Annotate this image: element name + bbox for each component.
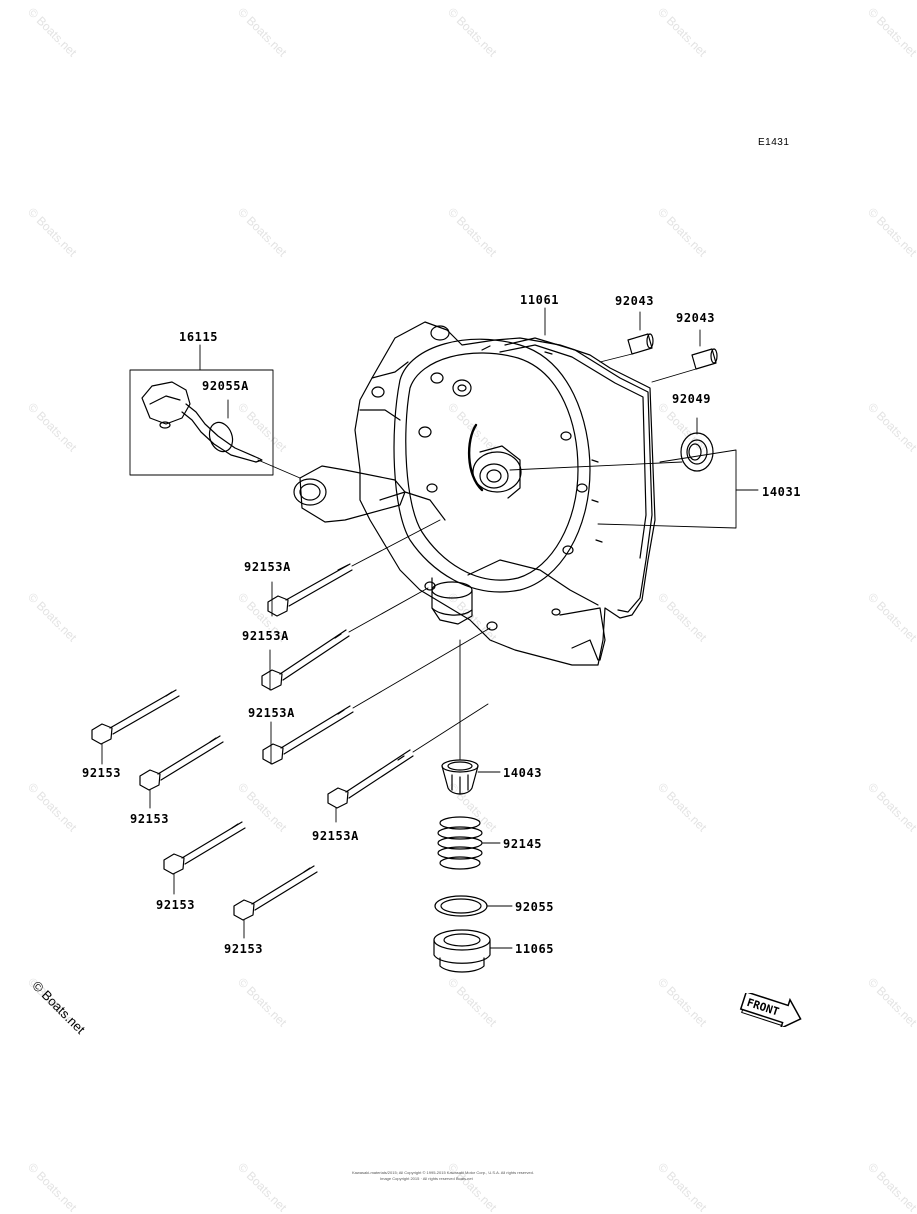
label-92153-2: 92153	[130, 812, 170, 826]
cover-11061	[293, 321, 656, 666]
label-92153A-1: 92153A	[244, 560, 291, 574]
label-92055A: 92055A	[202, 379, 249, 393]
label-11061: 11061	[520, 293, 560, 307]
oil-seal-92049	[509, 417, 714, 472]
front-arrow-icon: FRONT	[739, 993, 802, 1027]
label-92153A-2: 92153A	[242, 629, 289, 643]
label-92153-4: 92153	[224, 942, 264, 956]
label-92055: 92055	[515, 900, 555, 914]
dowel-pins-92043	[599, 311, 718, 383]
label-92145: 92145	[503, 837, 543, 851]
label-92153-3: 92153	[156, 898, 196, 912]
label-92043-b: 92043	[676, 311, 716, 325]
label-92049: 92049	[672, 392, 712, 406]
filter-stack	[433, 639, 513, 973]
label-92153A-4: 92153A	[312, 829, 359, 843]
footer-line-1: Kawasaki-materials/2015; All Copyright ©…	[352, 1170, 534, 1175]
leader-14031	[597, 449, 759, 529]
diagram-code: E1431	[758, 137, 790, 148]
label-11065: 11065	[515, 942, 555, 956]
label-14031: 14031	[762, 485, 802, 499]
label-92153A-3: 92153A	[248, 706, 295, 720]
bolts-92153	[91, 581, 337, 939]
label-14043: 14043	[503, 766, 543, 780]
footer-line-2: Image Copyright 2015 · All rights reserv…	[380, 1176, 473, 1181]
label-92153-1: 92153	[82, 766, 122, 780]
dipstick-16115	[129, 369, 301, 479]
label-92043-a: 92043	[615, 294, 655, 308]
label-16115: 16115	[179, 330, 219, 344]
bolts-92153A	[261, 519, 491, 809]
